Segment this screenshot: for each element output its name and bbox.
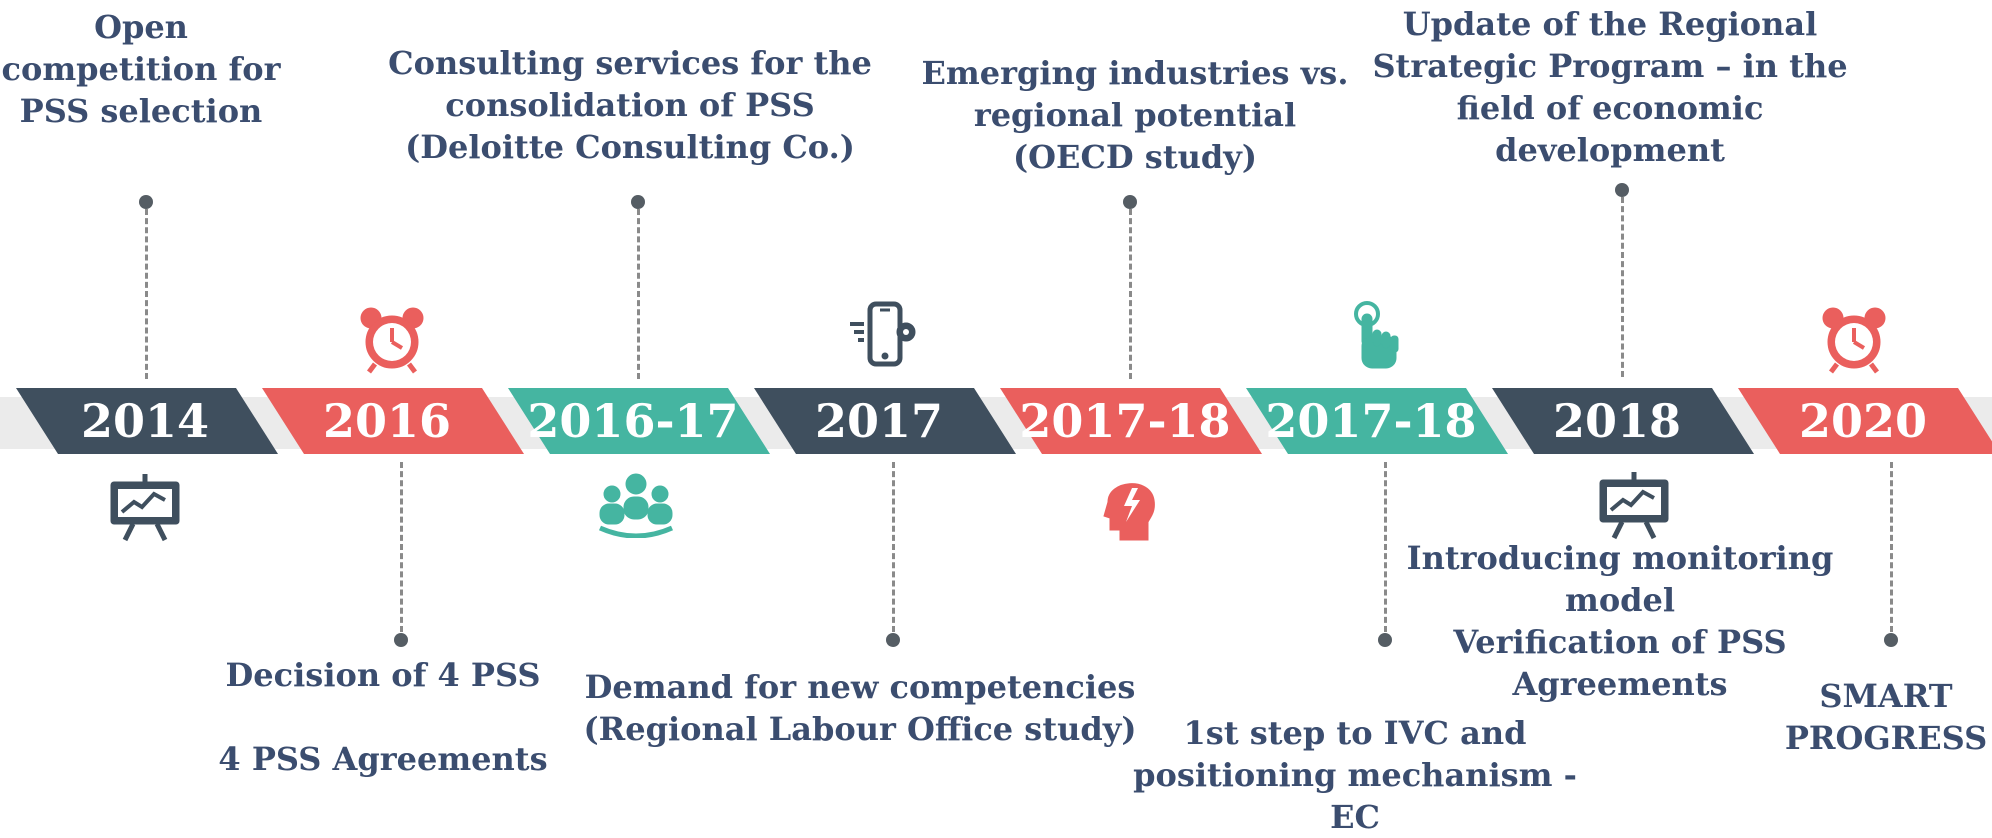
- connector-dot: [394, 633, 408, 647]
- event-label: Decision of 4 PSS 4 PSS Agreements: [218, 656, 548, 778]
- segment-year: 2016: [322, 394, 452, 448]
- phone-settings-icon: [848, 300, 920, 376]
- connector-dot: [1884, 633, 1898, 647]
- event-label: Open competition for PSS selection: [1, 8, 281, 130]
- connector-dot: [1615, 183, 1629, 197]
- segment-shape: [1738, 388, 1992, 454]
- segment-year: 2014: [80, 394, 210, 448]
- alarm-clock-icon: [1819, 304, 1889, 378]
- timeline-segment: 2017: [754, 388, 1016, 454]
- event-label: Emerging industries vs. regional potenti…: [921, 54, 1349, 176]
- alarm-clock-icon: [357, 304, 427, 378]
- connector-line: [1621, 197, 1624, 377]
- timeline-segment: 2017-18: [1000, 388, 1262, 454]
- segment-shape: [1246, 388, 1508, 454]
- connector-dot: [631, 195, 645, 209]
- segment-year: 2018: [1552, 394, 1682, 448]
- segment-shape: [1492, 388, 1754, 454]
- segment-year: 2016-17: [527, 394, 739, 448]
- timeline-segment: 2014: [16, 388, 278, 454]
- timeline-segment: 2020: [1738, 388, 1992, 454]
- connector-line: [1890, 462, 1893, 632]
- connector-line: [892, 462, 895, 632]
- connector-line: [1129, 209, 1132, 379]
- event-label: Introducing monitoring model Verificatio…: [1406, 539, 1834, 703]
- segment-year: 2017: [814, 394, 944, 448]
- segment-shape: [754, 388, 1016, 454]
- touch-hand-icon: [1345, 300, 1405, 376]
- presentation-board-icon: [1596, 470, 1672, 544]
- segment-shape: [16, 388, 278, 454]
- connector-line: [400, 462, 403, 632]
- team-group-icon: [594, 472, 678, 542]
- connector-line: [637, 209, 640, 379]
- segment-shape: [1000, 388, 1262, 454]
- segment-shape: [508, 388, 770, 454]
- connector-dot: [1123, 195, 1137, 209]
- connector-dot: [1378, 633, 1392, 647]
- event-label: Demand for new competencies (Regional La…: [583, 668, 1137, 748]
- connector-line: [145, 209, 148, 379]
- segment-year: 2017-18: [1019, 394, 1231, 448]
- timeline-segment: 2016-17: [508, 388, 770, 454]
- connector-line: [1384, 462, 1387, 632]
- connector-dot: [886, 633, 900, 647]
- presentation-board-icon: [107, 472, 183, 546]
- event-label: 1st step to IVC and positioning mechanis…: [1133, 714, 1577, 836]
- segment-year: 2020: [1798, 394, 1928, 448]
- brain-head-icon: [1098, 472, 1162, 546]
- event-label: SMART PROGRESS: [1784, 677, 1988, 757]
- timeline-segment: 2018: [1492, 388, 1754, 454]
- segment-shape: [262, 388, 524, 454]
- event-label: Update of the Regional Strategic Program…: [1372, 5, 1848, 169]
- connector-dot: [139, 195, 153, 209]
- event-label: Consulting services for the consolidatio…: [388, 44, 872, 166]
- segment-year: 2017-18: [1265, 394, 1477, 448]
- timeline-segment: 2016: [262, 388, 524, 454]
- timeline-segment: 2017-18: [1246, 388, 1508, 454]
